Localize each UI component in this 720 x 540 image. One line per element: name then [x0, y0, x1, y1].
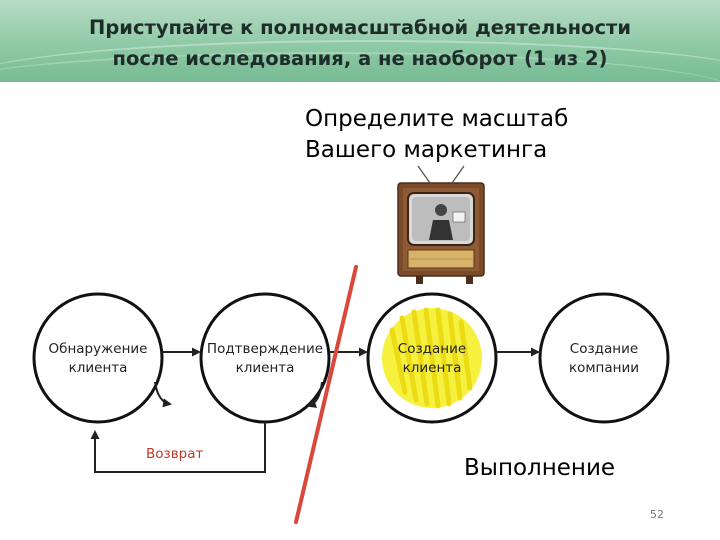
- node-creation-line2: клиента: [402, 360, 462, 376]
- page-number: 52: [650, 508, 664, 521]
- loop-arrow-2: [307, 381, 323, 408]
- slide-title: Приступайте к полномасштабной деятельнос…: [0, 12, 720, 74]
- node-company-label: Создание компании: [539, 340, 669, 378]
- node-discovery-line1: Обнаружение: [48, 341, 148, 357]
- slide-title-line1: Приступайте к полномасштабной деятельнос…: [89, 16, 631, 39]
- loop-arrow-1: [154, 381, 172, 408]
- node-company-line2: компании: [568, 360, 640, 376]
- subtitle-line2: Вашего маркетинга: [305, 137, 548, 163]
- node-company-line1: Создание: [569, 341, 639, 357]
- node-creation-line1: Создание: [397, 341, 467, 357]
- highlight-scribble: [382, 307, 482, 409]
- node-validation-label: Подтверждение клиента: [200, 340, 330, 378]
- node-creation-label: Создание клиента: [367, 340, 497, 378]
- slide-header: [0, 0, 720, 82]
- return-label: Возврат: [146, 446, 204, 462]
- node-discovery-label: Обнаружение клиента: [33, 340, 163, 378]
- execution-label: Выполнение: [464, 455, 616, 481]
- slide-title-line2: после исследования, а не наоборот (1 из …: [112, 47, 608, 70]
- subtitle-line1: Определите масштаб: [305, 106, 569, 132]
- node-validation-line1: Подтверждение: [206, 341, 324, 357]
- process-circles: [32, 292, 670, 424]
- header-wave-decoration: [0, 40, 720, 82]
- divider-line: [294, 265, 358, 524]
- node-circle-creation: [366, 292, 498, 424]
- node-validation-line2: клиента: [235, 360, 295, 376]
- node-circle-company: [538, 292, 670, 424]
- header-wave-decoration: [0, 52, 720, 82]
- slide-subtitle: Определите масштаб Вашего маркетинга: [305, 104, 625, 166]
- return-loop: [90, 422, 266, 473]
- vintage-tv-icon: [397, 165, 485, 284]
- node-discovery-line2: клиента: [68, 360, 128, 376]
- node-circle-discovery: [32, 292, 164, 424]
